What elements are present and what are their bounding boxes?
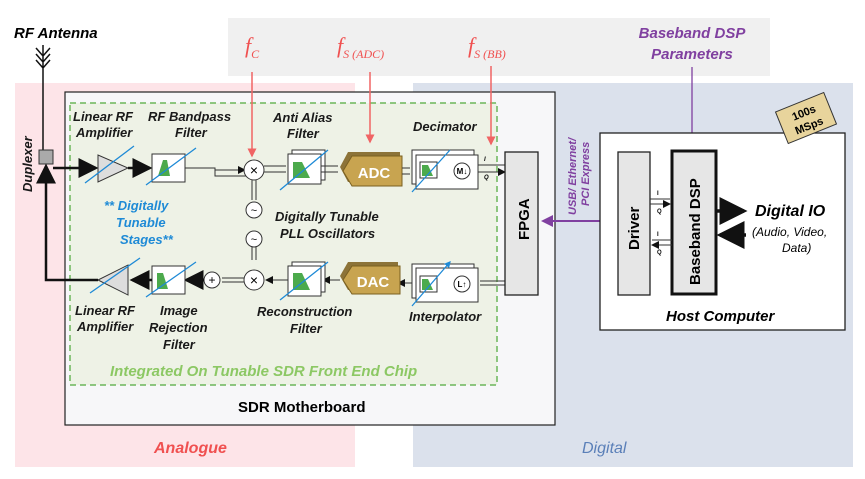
svg-text:PCI Express: PCI Express [580, 142, 592, 206]
duplexer-label: Duplexer [20, 135, 35, 192]
dsp-params-label: Baseband DSP [639, 25, 747, 42]
fpga: FPGA [504, 151, 539, 296]
power-amplifier [96, 264, 129, 296]
svg-text:M↓: M↓ [457, 167, 468, 176]
baseband-dsp: Baseband DSP [670, 149, 718, 296]
chip-label: Integrated On Tunable SDR Front End Chip [110, 363, 417, 380]
mixer-tx: × [243, 269, 265, 291]
svg-text:PLL Oscillators: PLL Oscillators [280, 226, 375, 241]
interpolator-block: L↑ [411, 263, 479, 303]
i-label: I [484, 157, 486, 163]
link-label: USB/ Ethernet/ [567, 136, 579, 215]
svg-text:Stages**: Stages** [120, 232, 174, 247]
decimator-label: Decimator [413, 119, 478, 134]
lna-rx-label: Linear RF [73, 109, 134, 124]
svg-text:DAC: DAC [357, 274, 390, 291]
summer: + [203, 271, 221, 289]
svg-text:Baseband DSP: Baseband DSP [687, 178, 704, 285]
duplexer [38, 149, 54, 165]
antenna-icon [35, 45, 51, 160]
analogue-label: Analogue [153, 440, 227, 457]
svg-text:I: I [657, 232, 659, 238]
tunable-note: ** Digitally [104, 198, 169, 213]
pll-oscillator-tx: ~ [245, 230, 263, 248]
mixer-rx: × [243, 159, 265, 181]
svg-text:I: I [657, 191, 659, 197]
svg-text:Data): Data) [782, 241, 811, 255]
svg-text:Filter: Filter [163, 337, 196, 352]
fs-adc-label: fS (ADC) [337, 33, 384, 61]
svg-text:L↑: L↑ [458, 280, 467, 289]
svg-text:+: + [208, 273, 215, 287]
svg-text:Filter: Filter [175, 125, 208, 140]
interpolator-label: Interpolator [409, 309, 482, 324]
digital-label: Digital [582, 440, 627, 457]
svg-text:ADC: ADC [358, 165, 391, 182]
svg-text:Tunable: Tunable [116, 215, 166, 230]
svg-text:FPGA: FPGA [516, 198, 533, 240]
rf-antenna-label: RF Antenna [14, 25, 98, 42]
svg-text:Amplifier: Amplifier [75, 125, 133, 140]
dac-block: DAC [340, 262, 401, 295]
svg-text:~: ~ [251, 234, 257, 246]
fs-bb-label: fS (BB) [468, 33, 506, 61]
svg-text:Rejection: Rejection [149, 320, 208, 335]
svg-text:Parameters: Parameters [651, 46, 733, 63]
irf-label: Image [160, 303, 198, 318]
driver: Driver [617, 151, 651, 296]
recon-label: Reconstruction [257, 304, 352, 319]
q-label: Q [484, 175, 489, 181]
svg-text:Q: Q [657, 209, 662, 215]
svg-text:×: × [250, 162, 258, 178]
svg-text:×: × [250, 272, 258, 288]
host-label: Host Computer [666, 308, 775, 325]
bpf-label: RF Bandpass [148, 109, 231, 124]
anti-alias-filter [287, 149, 326, 185]
svg-text:Amplifier: Amplifier [76, 319, 134, 334]
svg-text:Filter: Filter [287, 126, 320, 141]
decimator-block: M↓ [411, 149, 479, 190]
pa-label: Linear RF [75, 303, 136, 318]
svg-text:Filter: Filter [290, 321, 323, 336]
svg-text:Q: Q [657, 250, 662, 256]
aaf-label: Anti Alias [272, 110, 332, 125]
reconstruction-filter [287, 261, 326, 297]
motherboard-label: SDR Motherboard [238, 399, 366, 416]
pll-oscillator-rx: ~ [245, 201, 263, 219]
fc-label: fC [245, 33, 260, 61]
digital-io-label: Digital IO [755, 203, 826, 220]
tunable-indicators [84, 145, 450, 307]
parameters-band [228, 18, 770, 76]
svg-text:~: ~ [251, 205, 257, 217]
pll-label: Digitally Tunable [275, 209, 379, 224]
svg-text:(Audio, Video,: (Audio, Video, [752, 225, 827, 239]
adc-block: ADC [340, 152, 403, 187]
svg-text:Driver: Driver [626, 206, 643, 250]
